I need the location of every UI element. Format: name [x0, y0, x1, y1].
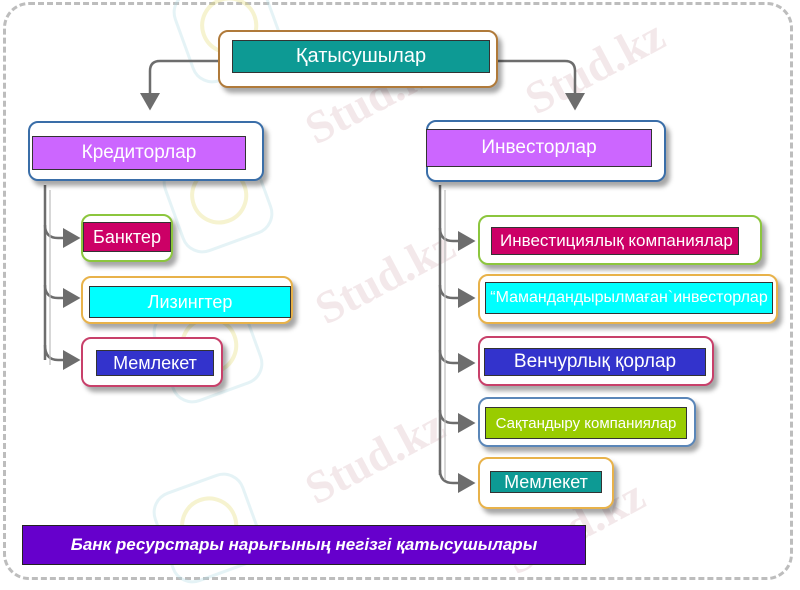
investors-label: Инвесторлар	[426, 129, 652, 167]
caption-banner: Банк ресурстары нарығының негізгі қатысу…	[22, 525, 586, 565]
investor-child-label: Мемлекет	[490, 471, 602, 493]
investor-child-insurance: Сақтандыру компаниялар	[478, 397, 696, 447]
root-label: Қатысушылар	[232, 40, 490, 73]
creditor-child-leasing: Лизингтер	[81, 276, 293, 324]
creditor-child-label: Лизингтер	[89, 286, 291, 318]
creditor-child-label: Мемлекет	[96, 350, 214, 376]
investor-child-investment-companies: Инвестициялық компаниялар	[478, 215, 762, 265]
root-node: Қатысушылар	[218, 30, 498, 88]
investor-child-state: Мемлекет	[478, 457, 614, 509]
investor-child-label: Инвестициялық компаниялар	[491, 227, 739, 255]
investor-child-venture-funds: Венчурлық қорлар	[478, 336, 714, 386]
dashed-frame	[3, 2, 793, 580]
investor-child-label: “Мамандандырылмаған`инвесторлар	[485, 282, 773, 314]
creditors-node: Кредиторлар	[28, 121, 264, 181]
creditor-child-state: Мемлекет	[81, 337, 223, 387]
investors-node: Инвесторлар	[426, 120, 666, 182]
investor-child-unspecialized: “Мамандандырылмаған`инвесторлар	[478, 274, 778, 324]
creditor-child-banks: Банктер	[81, 214, 173, 262]
investor-child-label: Венчурлық қорлар	[484, 348, 706, 376]
creditor-child-label: Банктер	[83, 222, 171, 252]
creditors-label: Кредиторлар	[32, 136, 246, 170]
investor-child-label: Сақтандыру компаниялар	[485, 407, 687, 439]
